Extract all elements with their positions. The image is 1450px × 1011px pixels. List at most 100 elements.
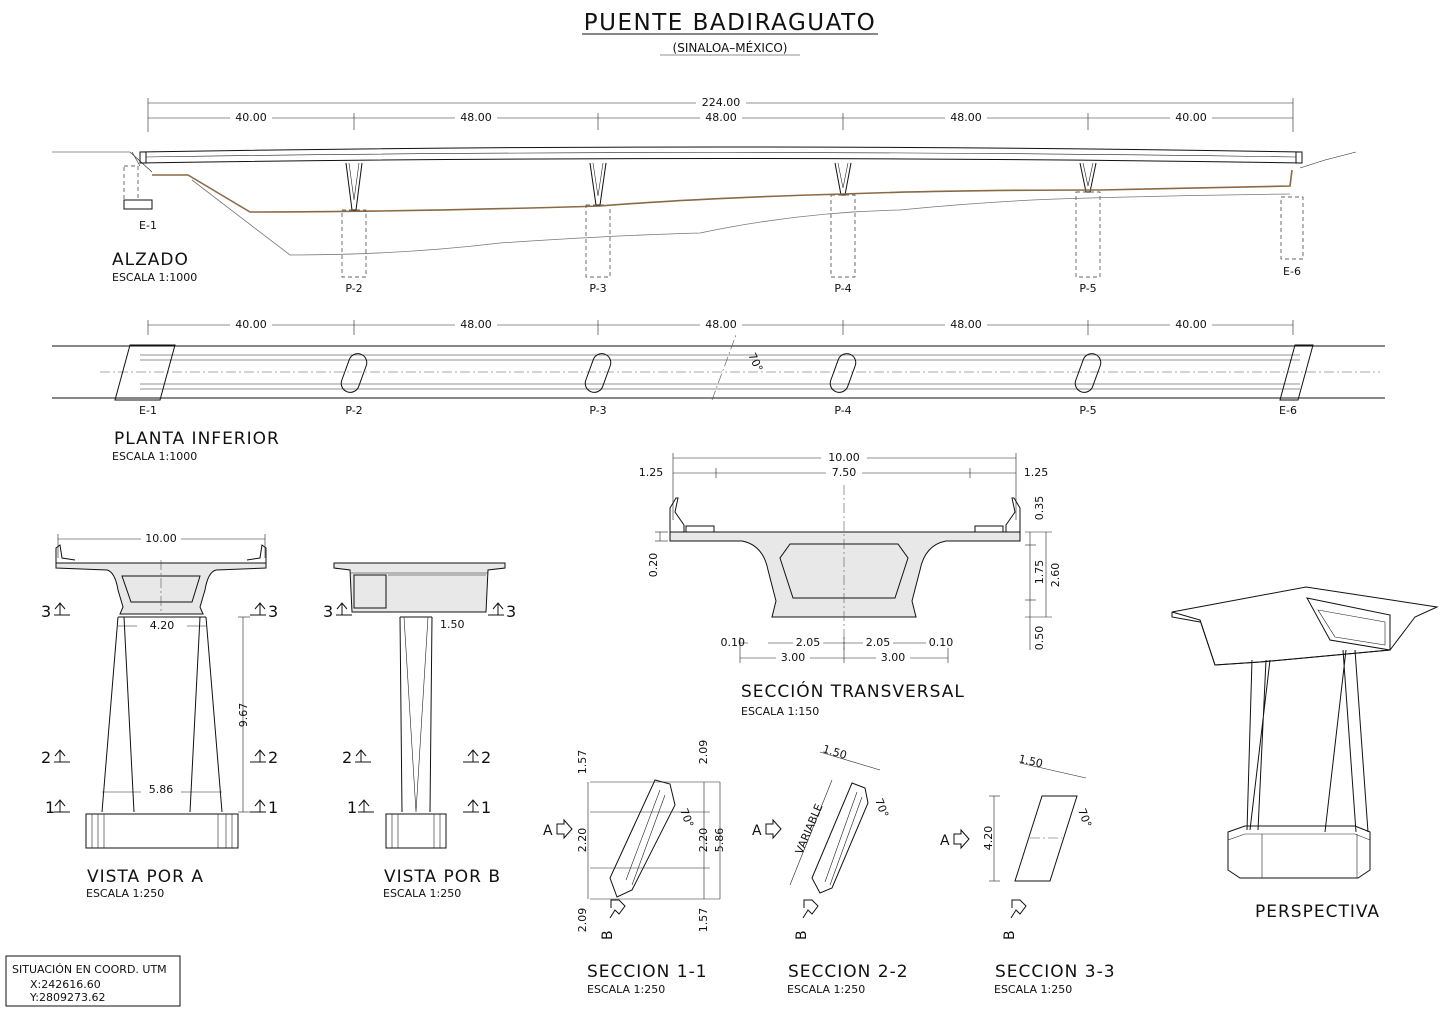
va-pier-base: 5.86 (149, 783, 174, 796)
s33-height: 4.20 (982, 826, 995, 851)
alzado-scale: ESCALA 1:1000 (112, 271, 197, 284)
seccion-2-2: 1.50 VARIABLE 70° A B SECCION 2-2 ESCALA… (752, 742, 909, 996)
planta-inferior: 40.00 48.00 48.00 48.00 40.00 70° E-1 P-… (52, 318, 1385, 463)
planta-scale: ESCALA 1:1000 (112, 450, 197, 463)
planta-span-3: 48.00 (705, 318, 737, 331)
planta-label: PLANTA INFERIOR (114, 429, 280, 449)
alzado-support-p2: P-2 (345, 282, 362, 295)
s33-arrow-b-icon (1010, 899, 1027, 919)
st-mid-width: 7.50 (832, 466, 857, 479)
alzado-support-p3: P-3 (589, 282, 606, 295)
s11-right-209: 2.09 (697, 740, 710, 765)
vb-cut-1-left: 1 (347, 798, 357, 817)
vista-por-b: 1.50 3 3 2 2 1 1 VISTA POR B ESCALA 1:25… (323, 562, 516, 900)
st-scale: ESCALA 1:150 (741, 705, 819, 718)
st-dim-050: 0.50 (1033, 626, 1046, 651)
s11-left-157: 1.57 (576, 750, 589, 775)
s11-angle: 70° (677, 807, 696, 830)
total-span-dim: 224.00 (702, 96, 741, 109)
planta-support-p4: P-4 (834, 404, 851, 417)
perspectiva-label: PERSPECTIVA (1255, 902, 1380, 922)
vb-cut-3-right: 3 (506, 602, 516, 621)
st-bottom-205-right: 2.05 (866, 636, 891, 649)
alzado-label: ALZADO (112, 250, 189, 270)
vb-cut-2-right: 2 (481, 748, 491, 767)
span-5-dim: 40.00 (1175, 111, 1207, 124)
planta-span-1: 40.00 (235, 318, 267, 331)
title-block: PUENTE BADIRAGUATO (SINALOA–MÉXICO) (582, 10, 878, 56)
s22-label: SECCION 2-2 (788, 962, 909, 982)
st-bottom-010-left: 0.10 (721, 636, 746, 649)
s22-arrow-a-icon (765, 818, 782, 840)
situacion-y: Y:2809273.62 (29, 991, 105, 1004)
s11-arrow-b-label: B (600, 930, 616, 940)
st-dim-175: 1.75 (1033, 560, 1046, 585)
s22-variable: VARIABLE (793, 802, 826, 856)
st-total-width: 10.00 (828, 451, 860, 464)
va-cut-3-right: 3 (268, 602, 278, 621)
va-cut-1-left: 1 (45, 798, 55, 817)
s22-arrow-a-label: A (752, 823, 762, 839)
alzado-support-p4: P-4 (834, 282, 851, 295)
s33-scale: ESCALA 1:250 (994, 983, 1072, 996)
situacion-x: X:242616.60 (30, 978, 101, 991)
s11-right-220: 2.20 (697, 828, 710, 853)
va-scale: ESCALA 1:250 (86, 887, 164, 900)
s11-scale: ESCALA 1:250 (587, 983, 665, 996)
planta-support-e6: E-6 (1279, 404, 1297, 417)
s11-left-220: 2.20 (576, 828, 589, 853)
drawing-title: PUENTE BADIRAGUATO (584, 10, 876, 36)
vb-cut-3-left: 3 (323, 602, 333, 621)
st-half-right: 3.00 (881, 651, 906, 664)
planta-support-p3: P-3 (589, 404, 606, 417)
va-cut-1-right: 1 (268, 798, 278, 817)
planta-support-p5: P-5 (1079, 404, 1096, 417)
st-bottom-205-left: 2.05 (796, 636, 821, 649)
drawing-subtitle: (SINALOA–MÉXICO) (673, 40, 788, 55)
st-label: SECCIÓN TRANSVERSAL (741, 680, 965, 702)
st-dim-035: 0.35 (1033, 496, 1046, 521)
va-cut-3-left: 3 (41, 602, 51, 621)
vb-label: VISTA POR B (384, 867, 501, 887)
alzado-support-e1: E-1 (139, 219, 157, 232)
va-cut-2-left: 2 (41, 748, 51, 767)
planta-support-e1: E-1 (139, 404, 157, 417)
s11-arrow-b-icon (609, 899, 626, 919)
s33-arrow-a-label: A (940, 833, 950, 849)
s11-arrow-a-icon (556, 818, 573, 840)
span-3-dim: 48.00 (705, 111, 737, 124)
s11-right-157: 1.57 (697, 908, 710, 933)
st-bottom-010-right: 0.10 (929, 636, 954, 649)
va-label: VISTA POR A (87, 867, 204, 887)
vb-cut-2-left: 2 (342, 748, 352, 767)
situacion-box: SITUACIÓN EN COORD. UTM X:242616.60 Y:28… (5, 955, 181, 1007)
alzado-elevation: 224.00 40.00 48.00 48.00 48.00 40.00 (52, 96, 1357, 295)
s11-total: 5.86 (713, 828, 726, 853)
va-pier-height: 9.67 (237, 703, 250, 728)
va-cut-2-right: 2 (268, 748, 278, 767)
situacion-title: SITUACIÓN EN COORD. UTM (12, 963, 167, 976)
st-cantilever-right: 1.25 (1024, 466, 1049, 479)
s33-width: 1.50 (1017, 752, 1044, 770)
s22-angle: 70° (872, 797, 891, 820)
s22-arrow-b-label: B (794, 930, 810, 940)
s22-width: 1.50 (821, 742, 848, 762)
s33-arrow-b-label: B (1002, 930, 1018, 940)
alzado-support-e6: E-6 (1283, 265, 1301, 278)
s11-left-209: 2.09 (576, 908, 589, 933)
s22-arrow-b-icon (802, 899, 819, 919)
seccion-1-1: 1.57 2.20 2.09 2.09 2.20 1.57 5.86 70° A… (543, 740, 726, 996)
planta-skew-angle: 70° (745, 351, 765, 374)
st-dim-020: 0.20 (647, 553, 660, 578)
vb-cut-1-right: 1 (481, 798, 491, 817)
s11-label: SECCION 1-1 (587, 962, 708, 982)
vb-scale: ESCALA 1:250 (383, 887, 461, 900)
planta-support-p2: P-2 (345, 404, 362, 417)
s33-label: SECCION 3-3 (995, 962, 1116, 982)
st-cantilever-left: 1.25 (639, 466, 664, 479)
planta-span-5: 40.00 (1175, 318, 1207, 331)
seccion-3-3: 1.50 70° 4.20 A B SECCION 3-3 ESCALA 1:2… (940, 752, 1116, 996)
planta-span-2: 48.00 (460, 318, 492, 331)
alzado-piers (341, 162, 1101, 278)
